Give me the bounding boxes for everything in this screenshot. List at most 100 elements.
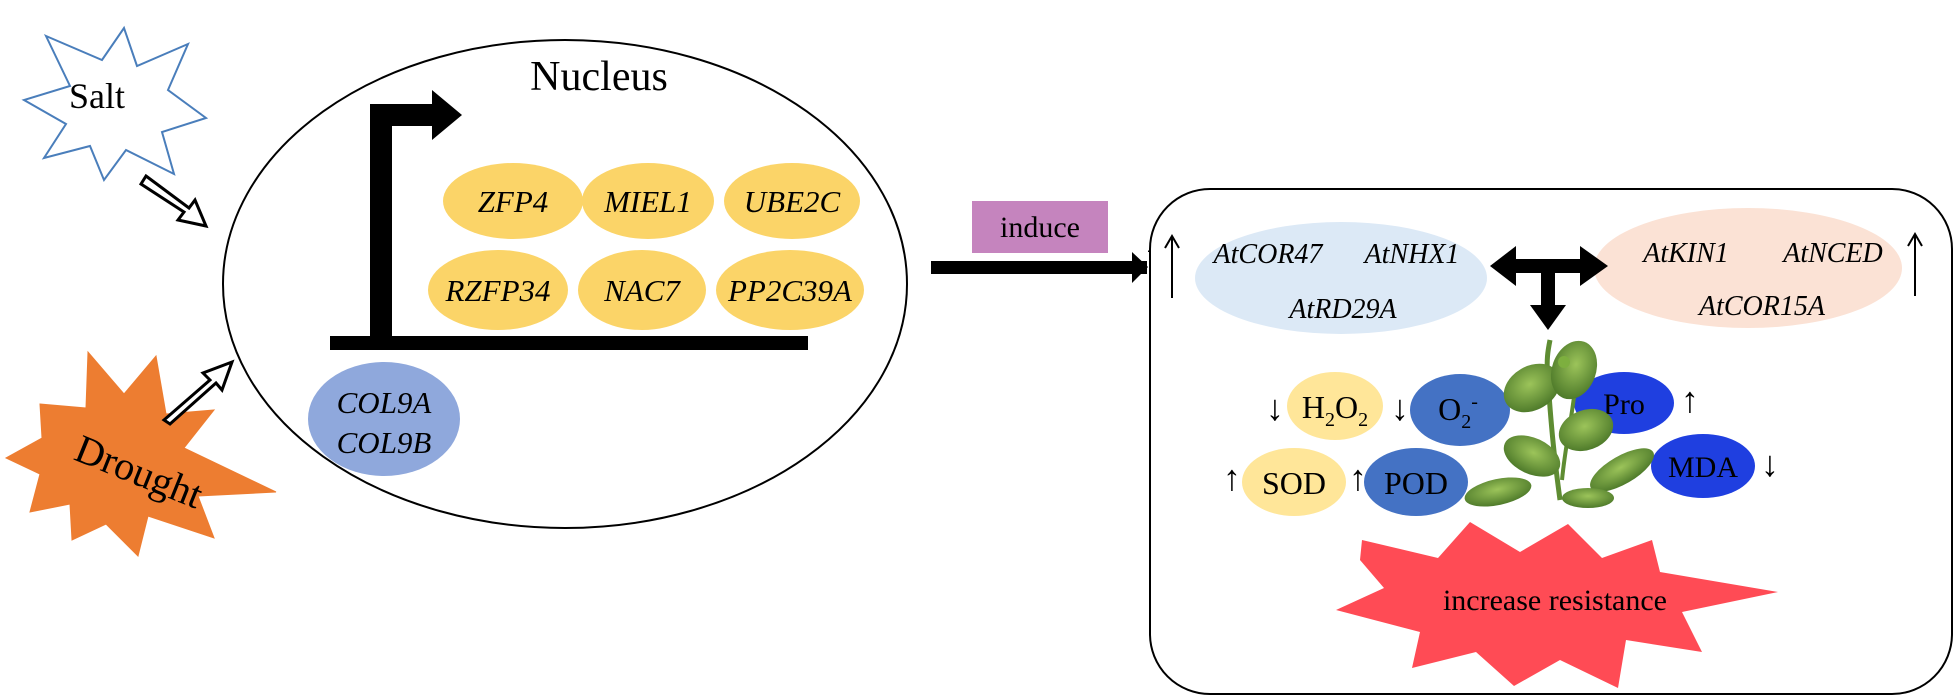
gene-atnced: AtNCED [1781,238,1883,269]
gene-rzfp34: RZFP34 [428,250,568,330]
mda-down-arrow: ↓ [1761,444,1779,484]
induce-label: induce [1000,211,1080,244]
gene-atkin1: AtKIN1 [1641,238,1729,269]
gene-ube2c: UBE2C [724,163,860,239]
increase-resistance-burst: increase resistance [1336,522,1778,688]
gene-label: RZFP34 [444,273,550,308]
gene-label: UBE2C [744,184,841,219]
gene-atcor47: AtCOR47 [1212,239,1324,270]
o2-sub: 2 [1461,411,1471,433]
h2o2-oval [1287,372,1383,440]
superoxide-indicator: ↓ O2- [1391,374,1510,446]
induce-arrow-shaft [931,261,1147,274]
plant-leaf [1503,435,1561,477]
gene-label: MIEL1 [603,184,692,219]
promoter-top-bar [370,104,440,126]
h2o2-o: O [1335,389,1358,425]
h2o2-label: H2O2 [1302,389,1368,431]
salt-burst-shape [21,25,209,183]
gene-oval [582,163,714,239]
arrow-head [1907,232,1923,247]
pod-oval [1364,448,1468,516]
nucleus: Nucleus ZFP4 MIEL1 UBE2C RZFP34 NAC7 [222,39,908,529]
upregulated-genes-group-1: AtCOR47 AtNHX1 AtRD29A [1195,222,1487,334]
sod-label: SOD [1262,465,1326,501]
gene-group-oval [1594,208,1902,328]
transcription-arrowhead [432,90,462,140]
peach-group-up-arrow [1907,232,1923,296]
drought-burst-shape [4,350,277,557]
col9-genes: COL9A COL9B [308,362,460,476]
down-arrow-head [1530,305,1566,330]
pod-label: POD [1384,465,1448,501]
o2-sup: - [1471,391,1478,413]
arrow-head [1164,234,1180,249]
gene-label: ZFP4 [478,184,549,219]
plant-bud [1558,356,1570,368]
mda-indicator: MDA ↓ [1651,434,1779,498]
upregulated-genes-group-2: AtKIN1 AtNCED AtCOR15A [1594,208,1902,328]
gene-label: NAC7 [603,273,681,308]
sod-oval [1242,448,1346,516]
plant-leaf [1503,363,1561,413]
sod-up-arrow: ↑ [1223,458,1241,498]
gene-group-oval [1195,222,1487,334]
gene-oval [724,163,860,239]
gene-label: PP2C39A [727,273,853,308]
induce-label-box [972,201,1108,253]
h2o2-down-arrow: ↓ [1266,388,1284,428]
col9a-label: COL9A [337,385,433,420]
gene-zfp4: ZFP4 [443,163,583,239]
plant-leaf [1464,477,1532,507]
gene-atrd29a: AtRD29A [1287,294,1397,325]
gene-oval [578,250,706,330]
sod-indicator: ↑ SOD [1223,448,1346,516]
o2-base: O [1438,391,1461,427]
induce-arrowhead [1140,250,1150,252]
plant-leaf [1558,408,1614,452]
mda-label: MDA [1668,451,1738,484]
gene-oval [443,163,583,239]
salt-label: Salt [69,76,125,116]
col9b-label: COL9B [337,425,432,460]
nucleus-title: Nucleus [530,54,668,100]
induce-connector: induce [931,201,1150,283]
response-panel: AtCOR47 AtNHX1 AtRD29A AtKIN1 AtNCED AtC… [1149,188,1953,695]
double-arrow-shaft [1510,259,1585,273]
col9-oval [308,362,460,476]
arabidopsis-plant-icon [1464,339,1654,508]
gene-miel1: MIEL1 [582,163,714,239]
induce-arrow-head [1132,252,1148,283]
double-arrow-left-head [1490,246,1516,286]
promoter-baseline [330,336,808,350]
h2o2-h: H [1302,389,1325,425]
h2o2-sub-2: 2 [1358,409,1368,431]
promoter-stem [370,104,392,344]
outcome-label: increase resistance [1443,584,1667,617]
blue-group-up-arrow [1164,234,1180,298]
salt-stimulus: Salt [21,25,209,183]
pod-indicator: ↑ POD [1349,448,1468,516]
salt-to-nucleus-arrow [138,173,209,229]
drought-to-nucleus-arrow [161,359,235,426]
o2-down-arrow: ↓ [1391,388,1409,428]
plant-leaf [1590,448,1654,492]
gene-nac7: NAC7 [578,250,706,330]
gene-atnhx1: AtNHX1 [1363,239,1460,270]
down-arrow-shaft [1541,270,1555,308]
gene-pp2c39a: PP2C39A [716,250,864,330]
gene-oval [716,250,864,330]
double-arrow-right-head [1580,246,1608,286]
plant-leaf [1562,488,1614,508]
h2o2-sub-1: 2 [1325,409,1335,431]
resistance-burst-shape [1336,522,1778,688]
o2-label: O2- [1438,391,1478,433]
pro-label: Pro [1603,388,1645,421]
interaction-arrow [1490,246,1608,330]
pro-up-arrow: ↑ [1681,380,1699,420]
gene-oval [428,250,568,330]
plant-leaf [1550,340,1598,400]
mda-oval [1651,434,1755,498]
drought-stimulus: Drought [4,350,277,557]
